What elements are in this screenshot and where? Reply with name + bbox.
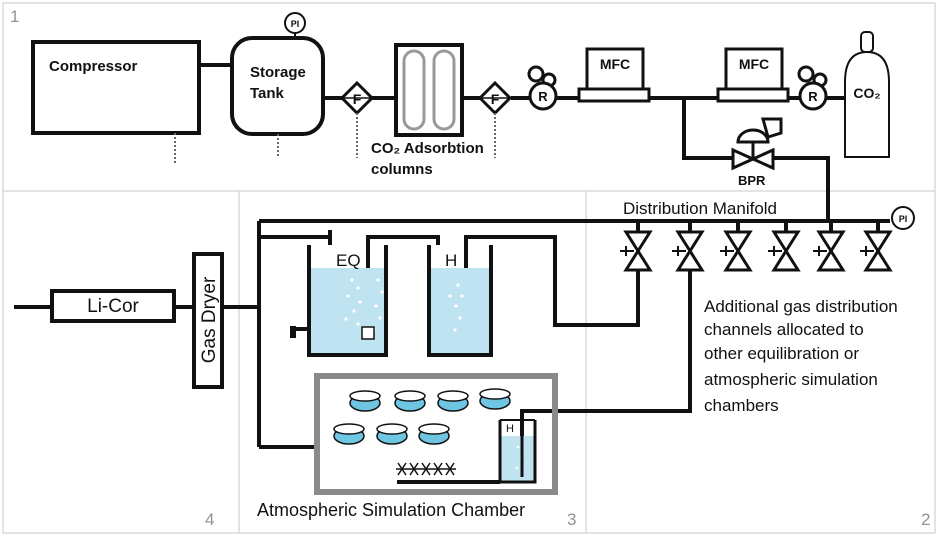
svg-text:other equilibration or: other equilibration or <box>704 344 859 363</box>
regulator-2: R <box>797 65 828 111</box>
panel-number-3: 3 <box>567 510 576 529</box>
gas-dryer-label: Gas Dryer <box>199 276 220 363</box>
manifold-valve-3 <box>720 230 753 272</box>
panel-number-4: 4 <box>205 510 214 529</box>
svg-text:PI: PI <box>291 19 300 29</box>
back-pressure-regulator <box>731 117 783 171</box>
chamber-h-label: H <box>506 423 514 435</box>
co2-adsorption-label-2: columns <box>371 161 433 178</box>
h-label: H <box>445 251 457 270</box>
pressure-indicator-tank: PI <box>284 12 306 34</box>
storage-tank-label-1: Storage <box>250 64 306 81</box>
co2-cylinder-label: CO₂ <box>853 85 880 101</box>
mfc-1: MFC <box>577 47 651 103</box>
manifold-valves <box>620 230 893 272</box>
manifold-valve-2 <box>672 230 705 272</box>
additional-channels-note: Additional gas distribution channels all… <box>704 297 898 415</box>
manifold-valve-4 <box>768 230 801 272</box>
sample-dishes <box>333 388 511 445</box>
regulator-2-label: R <box>808 89 818 104</box>
filter-1: F <box>339 80 375 158</box>
main-gas-line <box>199 63 845 221</box>
co2-adsorption-label-1: CO₂ Adsorbtion <box>371 140 484 157</box>
gas-dryer <box>192 252 224 389</box>
chamber-inlet <box>396 462 500 484</box>
regulator-1: R <box>527 65 558 111</box>
manifold-valve-6 <box>860 230 893 272</box>
pressure-indicator-manifold: PI <box>891 206 915 230</box>
mfc-2: MFC <box>716 47 790 103</box>
filter-1-label: F <box>353 91 362 107</box>
eq-label: EQ <box>336 251 361 270</box>
mfc-2-label: MFC <box>739 56 769 72</box>
licor-analyzer <box>50 289 176 323</box>
dish <box>333 423 365 445</box>
co2-adsorption-columns <box>394 43 464 137</box>
svg-text:Additional gas distribution: Additional gas distribution <box>704 297 898 316</box>
bpr-label: BPR <box>738 173 766 188</box>
regulator-1-label: R <box>538 89 548 104</box>
svg-text:channels allocated to: channels allocated to <box>704 320 864 339</box>
manifold-valve-5 <box>813 230 846 272</box>
licor-label: Li-Cor <box>87 296 139 317</box>
dish <box>418 423 450 445</box>
svg-text:PI: PI <box>899 214 908 224</box>
dish <box>349 390 381 412</box>
co2-cylinder: CO₂ <box>844 31 890 158</box>
storage-tank-label-2: Tank <box>250 85 285 102</box>
chamber-headspace-vessel <box>498 411 537 484</box>
distribution-manifold-label: Distribution Manifold <box>623 199 777 218</box>
filter-2-label: F <box>491 91 500 107</box>
atmospheric-chamber <box>314 373 558 495</box>
manifold-valve-1 <box>620 230 653 272</box>
dish <box>437 390 469 412</box>
compressor-label: Compressor <box>49 58 138 75</box>
equilibrator-vessel <box>290 245 388 357</box>
dish <box>376 423 408 445</box>
dish <box>479 388 511 410</box>
compressor <box>31 40 201 135</box>
panel-number-2: 2 <box>921 510 930 529</box>
svg-text:chambers: chambers <box>704 396 779 415</box>
panel-number-1: 1 <box>10 7 19 26</box>
svg-text:atmospheric simulation: atmospheric simulation <box>704 370 878 389</box>
atmospheric-chamber-label: Atmospheric Simulation Chamber <box>257 500 525 520</box>
dish <box>394 390 426 412</box>
headspace-vessel <box>427 245 493 357</box>
mfc-1-label: MFC <box>600 56 630 72</box>
filter-2: F <box>477 80 513 158</box>
